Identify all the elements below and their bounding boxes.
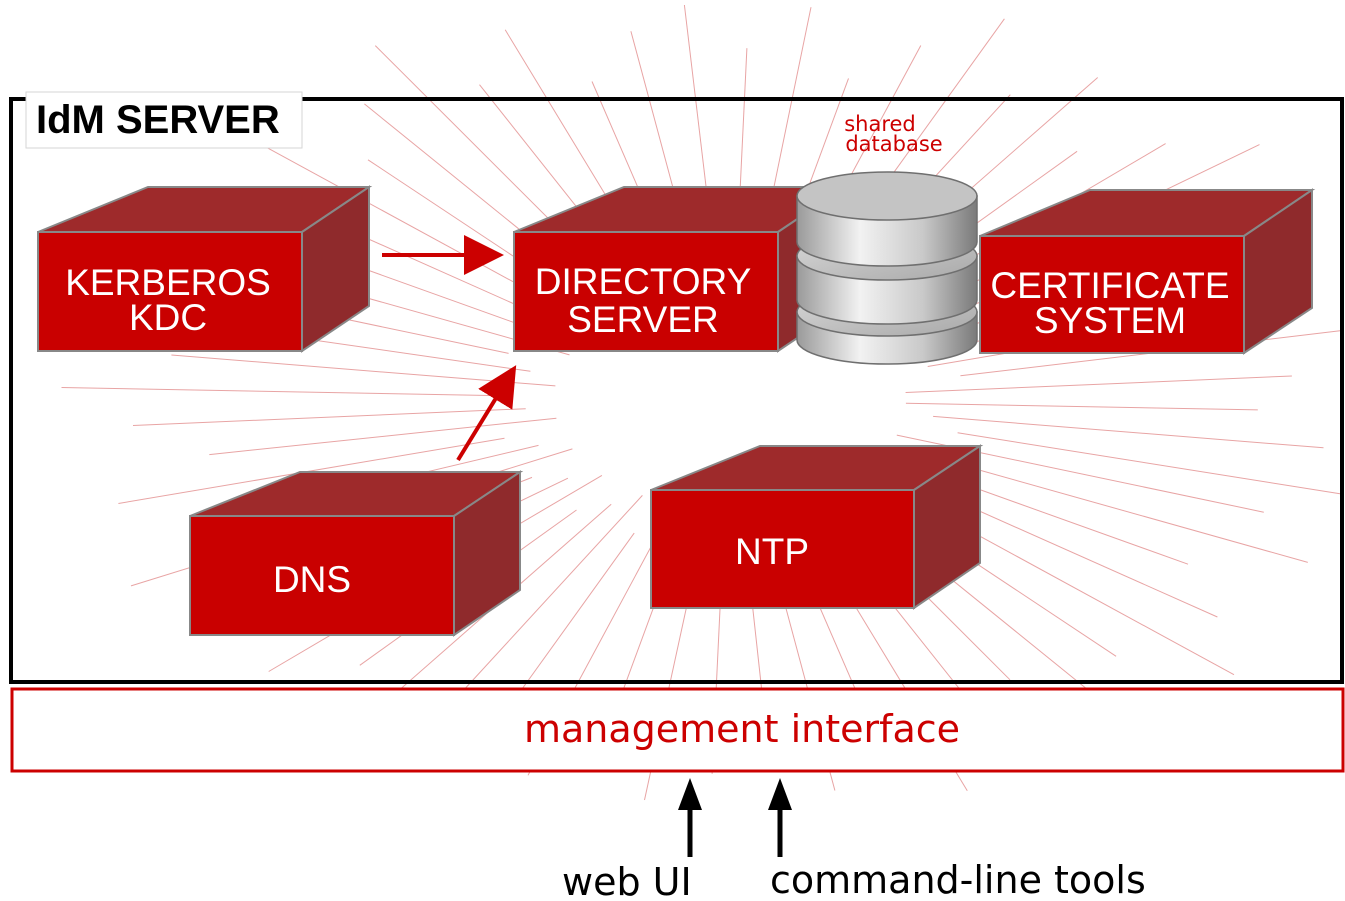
background-ray (905, 402, 1258, 411)
background-ray (957, 432, 1341, 495)
arrow-dns-to-directory (456, 365, 517, 462)
background-ray (933, 415, 1324, 449)
ntp-box: NTP (650, 444, 984, 610)
background-ray (512, 532, 635, 702)
directory-label-line1: DIRECTORY (535, 261, 752, 302)
background-ray (132, 408, 526, 426)
background-ray (431, 495, 643, 725)
kerberos-box-front (37, 231, 303, 352)
directory-label-line2: SERVER (567, 299, 719, 340)
shared-database-icon (796, 171, 978, 365)
certificate-label-line1: CERTIFICATE (990, 265, 1229, 306)
background-ray (916, 452, 1308, 563)
dns-label: DNS (273, 559, 351, 600)
certificate-label-line2: SYSTEM (1034, 300, 1186, 341)
ntp-box-front (650, 489, 915, 609)
directory-box-front (513, 231, 779, 352)
kerberos-label-line1: KERBEROS (65, 262, 271, 303)
cli-arrow (768, 778, 792, 857)
background-ray (905, 375, 1292, 393)
ntp-label: NTP (735, 531, 809, 572)
background-ray (209, 417, 557, 456)
idm-server-frame (9, 97, 1344, 684)
dns-box-front (189, 515, 455, 636)
idm-server-title: IdM SERVER (36, 98, 280, 142)
management-interface-bar (10, 687, 1345, 773)
database-label-line2: database (845, 132, 942, 156)
web-ui-label: web UI (562, 860, 692, 901)
database-label-line1: shared (844, 112, 916, 136)
kerberos-label-line2: KDC (129, 297, 207, 338)
kerberos-kdc-box: KERBEROS KDC (37, 185, 373, 353)
background-ray (118, 437, 505, 504)
management-interface-label: management interface (524, 707, 960, 751)
command-line-tools-label: command-line tools (770, 858, 1146, 901)
certificate-box-front (979, 235, 1245, 354)
idm-server-title-backdrop (25, 91, 303, 149)
directory-server-box: DIRECTORY SERVER (513, 185, 849, 353)
dns-box: DNS (189, 470, 524, 637)
background-ray (61, 387, 497, 397)
background-ray (171, 354, 556, 387)
web-ui-arrow (678, 778, 702, 857)
certificate-system-box: CERTIFICATE SYSTEM (979, 188, 1316, 355)
